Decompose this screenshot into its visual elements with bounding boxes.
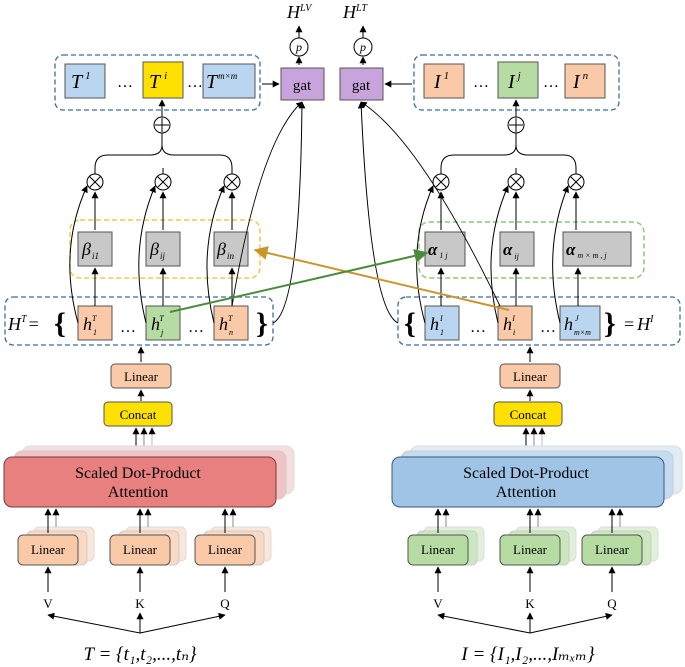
v-right: V bbox=[433, 596, 443, 611]
h-ellipsis-l1: … bbox=[120, 319, 136, 336]
h-ellipsis-r1: … bbox=[470, 319, 486, 336]
gat-left-text: gat bbox=[293, 78, 312, 94]
attention-left-l2: Attention bbox=[108, 484, 168, 501]
linear-bottom-left-2-text: Linear bbox=[123, 542, 158, 557]
concat-left bbox=[103, 401, 173, 427]
linear-bottom-right-1 bbox=[407, 534, 469, 566]
hii-text: hiI bbox=[503, 314, 515, 337]
linear-top-right bbox=[499, 363, 561, 389]
beta-i1-text: βi1 bbox=[81, 239, 99, 261]
h-ellipsis-l2: … bbox=[188, 319, 204, 336]
linear-top-left-text: Linear bbox=[124, 369, 159, 384]
alpha-mmj-box bbox=[562, 231, 632, 267]
input-formula-left: T = {t₁,t₂,...,tₙ} bbox=[84, 644, 197, 665]
attention-right-l1: Scaled Dot-Product bbox=[463, 465, 589, 482]
t-ellipsis-1: … bbox=[117, 74, 133, 91]
linear-bottom-right-group: Linear Linear Linear bbox=[407, 526, 659, 566]
concat-right bbox=[493, 401, 563, 427]
hi-brace-open: { bbox=[404, 307, 416, 340]
beta-ij-box bbox=[145, 231, 181, 267]
i-ellipsis-1: … bbox=[473, 74, 489, 91]
hnt-text: hnT bbox=[219, 314, 233, 337]
input-formula-right: I = {I₁,I₂,...,Iₘₓₘ} bbox=[460, 644, 595, 665]
h1i-box bbox=[424, 305, 460, 341]
linear-bottom-left-group: Linear Linear Linear bbox=[17, 526, 272, 566]
alpha-1j-box bbox=[424, 231, 466, 267]
h1t-text: h1T bbox=[83, 314, 97, 337]
linear-bottom-left-1 bbox=[17, 534, 79, 566]
linear-bottom-right-2-text: Linear bbox=[513, 542, 548, 557]
hi-brace-close: } bbox=[604, 307, 616, 340]
hjt-text: hjT bbox=[151, 314, 164, 337]
v-left: V bbox=[43, 596, 53, 611]
hlt-label: HLT bbox=[342, 2, 368, 22]
attention-right-l2: Attention bbox=[496, 484, 556, 501]
concat-left-text: Concat bbox=[120, 407, 157, 422]
beta-in-box bbox=[213, 231, 249, 267]
beta-in-text: βin bbox=[216, 239, 234, 261]
hmm-text: hm×mJ bbox=[564, 314, 591, 337]
concat-right-text: Concat bbox=[510, 407, 547, 422]
linear-top-right-text: Linear bbox=[513, 369, 548, 384]
i-ellipsis-2: … bbox=[543, 74, 559, 91]
t-ellipsis-2: … bbox=[187, 74, 203, 91]
i1-box bbox=[423, 63, 465, 99]
ht-brace-close: } bbox=[256, 307, 268, 340]
hii-box bbox=[497, 305, 533, 341]
linear-bottom-left-3-text: Linear bbox=[208, 542, 243, 557]
ht-row-container bbox=[4, 296, 274, 346]
k-left: K bbox=[135, 596, 145, 611]
attention-left bbox=[3, 456, 277, 508]
linear-bottom-left-1-text: Linear bbox=[31, 542, 66, 557]
alpha-ij-box bbox=[499, 231, 535, 267]
hi-label: =HI bbox=[624, 314, 654, 334]
in-box bbox=[564, 63, 606, 99]
linear-bottom-right-1-text: Linear bbox=[421, 542, 456, 557]
ht-label: HT= bbox=[7, 314, 39, 334]
attention-right bbox=[391, 456, 665, 508]
beta-i1-box bbox=[77, 231, 113, 267]
p-left-text: p bbox=[295, 40, 302, 54]
t-row-container bbox=[54, 54, 261, 111]
attention-left-l1: Scaled Dot-Product bbox=[75, 465, 201, 482]
k-right: K bbox=[525, 596, 535, 611]
tmm-box bbox=[202, 63, 256, 99]
ij-box bbox=[497, 61, 539, 99]
ht-brace-open: { bbox=[54, 307, 66, 340]
linear-top-left bbox=[110, 363, 172, 389]
p-right-text: p bbox=[359, 40, 366, 54]
hi-row-container bbox=[397, 296, 681, 346]
hlv-label: HLV bbox=[286, 2, 313, 22]
h-ellipsis-r2: … bbox=[540, 319, 556, 336]
linear-bottom-right-3 bbox=[581, 534, 643, 566]
linear-bottom-right-3-text: Linear bbox=[595, 542, 630, 557]
linear-bottom-right-2 bbox=[499, 534, 561, 566]
linear-bottom-left-3 bbox=[194, 534, 256, 566]
linear-bottom-left-2 bbox=[109, 534, 171, 566]
h1i-text: h1I bbox=[430, 314, 444, 337]
beta-ij-text: βij bbox=[149, 239, 165, 261]
q-right: Q bbox=[607, 596, 617, 611]
t1-box bbox=[64, 63, 106, 99]
tmm-text: Tm×m bbox=[206, 71, 238, 93]
gat-box-right bbox=[339, 67, 384, 101]
q-left: Q bbox=[220, 596, 230, 611]
gat-box-left bbox=[280, 67, 325, 101]
gat-right-text: gat bbox=[352, 78, 371, 94]
ti-box bbox=[142, 61, 184, 99]
